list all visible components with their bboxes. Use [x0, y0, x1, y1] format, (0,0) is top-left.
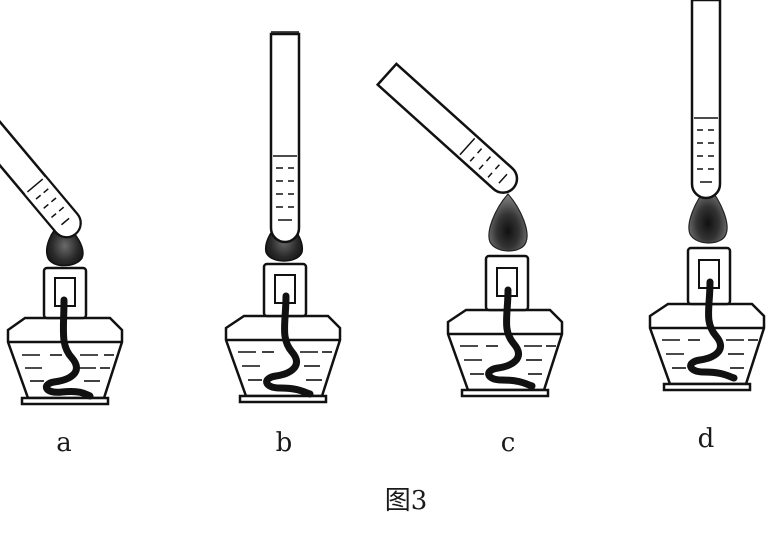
panel-label-d: d — [697, 424, 715, 454]
liquid-dashes-a — [22, 354, 114, 382]
alcohol-burner-d — [648, 246, 766, 392]
wick-d — [687, 278, 738, 382]
wick-a — [43, 296, 94, 400]
wick-b — [263, 292, 314, 398]
wick-c — [485, 286, 536, 390]
panel-a — [0, 94, 124, 406]
test-tube-a — [0, 94, 82, 239]
test-tube-d — [690, 0, 722, 200]
flame-d — [688, 185, 728, 244]
liquid-dashes-d — [662, 339, 758, 369]
flame-c — [488, 193, 528, 252]
figure-caption: 图3 — [384, 486, 428, 516]
panel-label-a: a — [56, 428, 72, 458]
panel-d — [648, 0, 766, 392]
test-tube-b — [269, 31, 301, 244]
panel-c — [375, 62, 564, 398]
liquid-dashes-c — [460, 345, 556, 375]
panel-b — [224, 31, 342, 404]
test-tube-c — [375, 62, 519, 194]
panel-label-c: c — [500, 428, 516, 458]
alcohol-burner-c — [446, 254, 564, 398]
alcohol-burner-b — [224, 262, 342, 404]
liquid-dashes-b — [238, 351, 332, 381]
panel-label-b: b — [275, 428, 293, 458]
